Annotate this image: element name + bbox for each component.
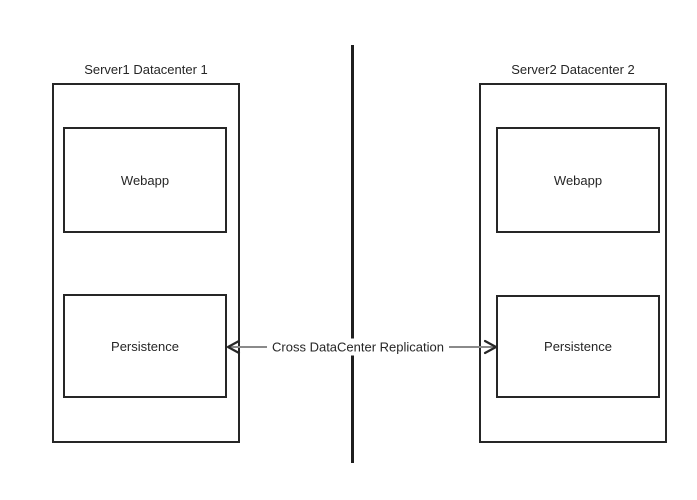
datacenter-1-group: Server1 Datacenter 1 Webapp Persistence [52, 62, 240, 443]
datacenter-1-persistence-label: Persistence [111, 338, 179, 354]
datacenter-1-persistence-box: Persistence [63, 294, 227, 398]
datacenter-1-webapp-label: Webapp [120, 172, 170, 188]
datacenter-2-webapp-box: Webapp [496, 127, 660, 233]
replication-arrow-label: Cross DataCenter Replication [267, 338, 449, 356]
datacenter-2-group: Server2 Datacenter 2 Webapp Persistence [479, 62, 667, 443]
datacenter-2-box: Webapp Persistence [479, 83, 667, 443]
datacenter-2-persistence-label: Persistence [544, 339, 612, 354]
datacenter-2-title: Server2 Datacenter 2 [511, 62, 635, 77]
datacenter-1-webapp-box: Webapp [63, 127, 227, 233]
datacenter-2-webapp-label: Webapp [553, 172, 603, 188]
datacenter-1-box: Webapp Persistence [52, 83, 240, 443]
datacenter-1-title: Server1 Datacenter 1 [84, 62, 208, 77]
datacenter-divider-line [351, 45, 354, 463]
datacenter-2-persistence-box: Persistence [496, 295, 660, 398]
